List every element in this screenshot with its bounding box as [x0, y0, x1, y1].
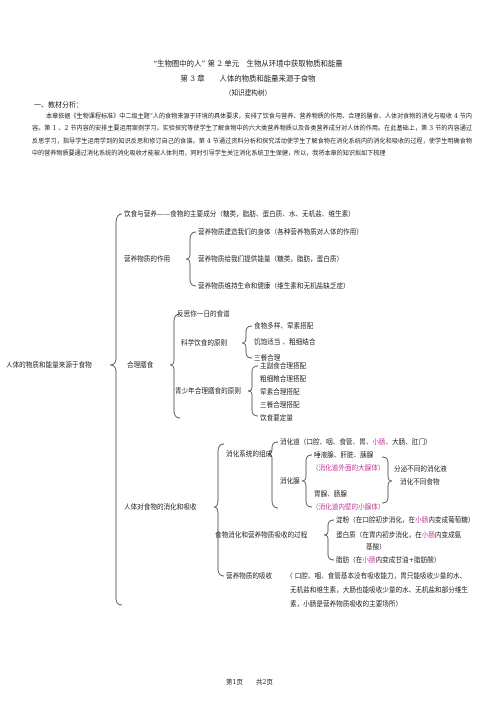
page-title: “生物圈中的人” 第 2 单元 生物从环境中获取物质和能量 [153, 59, 343, 68]
process-label: 食物消化和营养物质吸收的过程 [215, 531, 308, 539]
branch-balanced-diet: 合理膳食 [127, 361, 154, 369]
list-item: 饥饱适当 、粗细结合 [254, 338, 316, 346]
list-item: 胃腺、肠腺 [314, 490, 347, 498]
glands-side-note: 分泌不同的消化液 [394, 465, 447, 473]
list-item: 营养物质建造我们的身体（各种营养物质对人体的作用） [198, 228, 363, 236]
list-item: 反思你一日的食谱 [177, 310, 230, 318]
list-item: 营养物质给我们提供能量（糖类，脂肪，蛋白质） [198, 255, 344, 263]
list-item: 粗细粮合理搭配 [260, 375, 307, 383]
system-label: 消化系统的组成 [226, 450, 273, 458]
glands-label: 消化腺 [280, 477, 300, 485]
list-item: （消化道外面的大腺体） [312, 464, 385, 472]
process-fat: 脂肪（在小肠内变成甘油+脂肪酸） [336, 556, 441, 564]
branch-diet-nutrition: 饮食与营养——食物的主要成分（糖类，脂肪、蛋白质、水、无机盐、维生素） [124, 210, 355, 218]
absorption-label: 营养物质的吸收 [226, 572, 273, 580]
chapter-title: 第 3 章 人体的物质和能量来源于食物 [180, 74, 316, 83]
glands-side-note: 消化不同食物 [400, 478, 440, 486]
teen-label: 青少年合理膳食的原则 [175, 387, 241, 395]
absorption-text: （ 口腔、咽、食管基本没有吸收能力，胃只能吸收少量的水、 [286, 572, 467, 580]
branch-digestion-absorption: 人体对食物的消化和吸收 [124, 503, 197, 511]
list-item: 饮食要定量 [260, 414, 293, 422]
analysis-paragraph: 本章依据《生物课程标准》中二级主题“人的食物来源于环境的具体要求，安排了饮食与营… [32, 113, 472, 157]
tree-root: 人体的物质和能量来源于食物 [6, 361, 92, 369]
list-item: 荤素合理搭配 [260, 388, 300, 396]
list-item: 主副食合理搭配 [260, 362, 307, 370]
absorption-text: 无机盐和维生素，大肠也能吸收少量的水、无机盐和部分维生 [290, 586, 469, 594]
principle-label: 科学饮食的原则 [181, 339, 228, 347]
page-total: 共2页 [256, 678, 273, 686]
list-item: 食物多样、荤素搭配 [254, 322, 314, 330]
process-protein: 蛋白质（在胃内初步消化，在小肠内变成氨 [336, 531, 462, 539]
list-item: 唾液腺、肝脏、胰腺 [314, 451, 374, 459]
list-item: （消化道内壁的小腺体） [312, 503, 385, 511]
process-starch: 淀粉（在口腔初步消化，在小肠内变成葡萄糖） [336, 516, 475, 524]
digestive-tract: 消化道（口腔、咽、食管、胃、小肠、大肠、肛门） [280, 438, 432, 446]
page-number: 第1页 [226, 678, 243, 686]
chapter-note: （知识建构树） [224, 89, 272, 97]
list-item: 三餐合理搭配 [260, 401, 300, 409]
process-protein-cont: 基酸） [366, 543, 386, 551]
section-heading: 一、教材分析： [34, 101, 83, 109]
branch-nutrient-roles: 营养物质的作用 [124, 255, 171, 263]
list-item: 三餐合理 [254, 354, 281, 362]
list-item: 营养物质维持生命和健康（维生素和无机盐缺乏症） [198, 282, 350, 290]
absorption-text: 素，小肠是营养物质吸收的主要场所） [290, 600, 403, 608]
